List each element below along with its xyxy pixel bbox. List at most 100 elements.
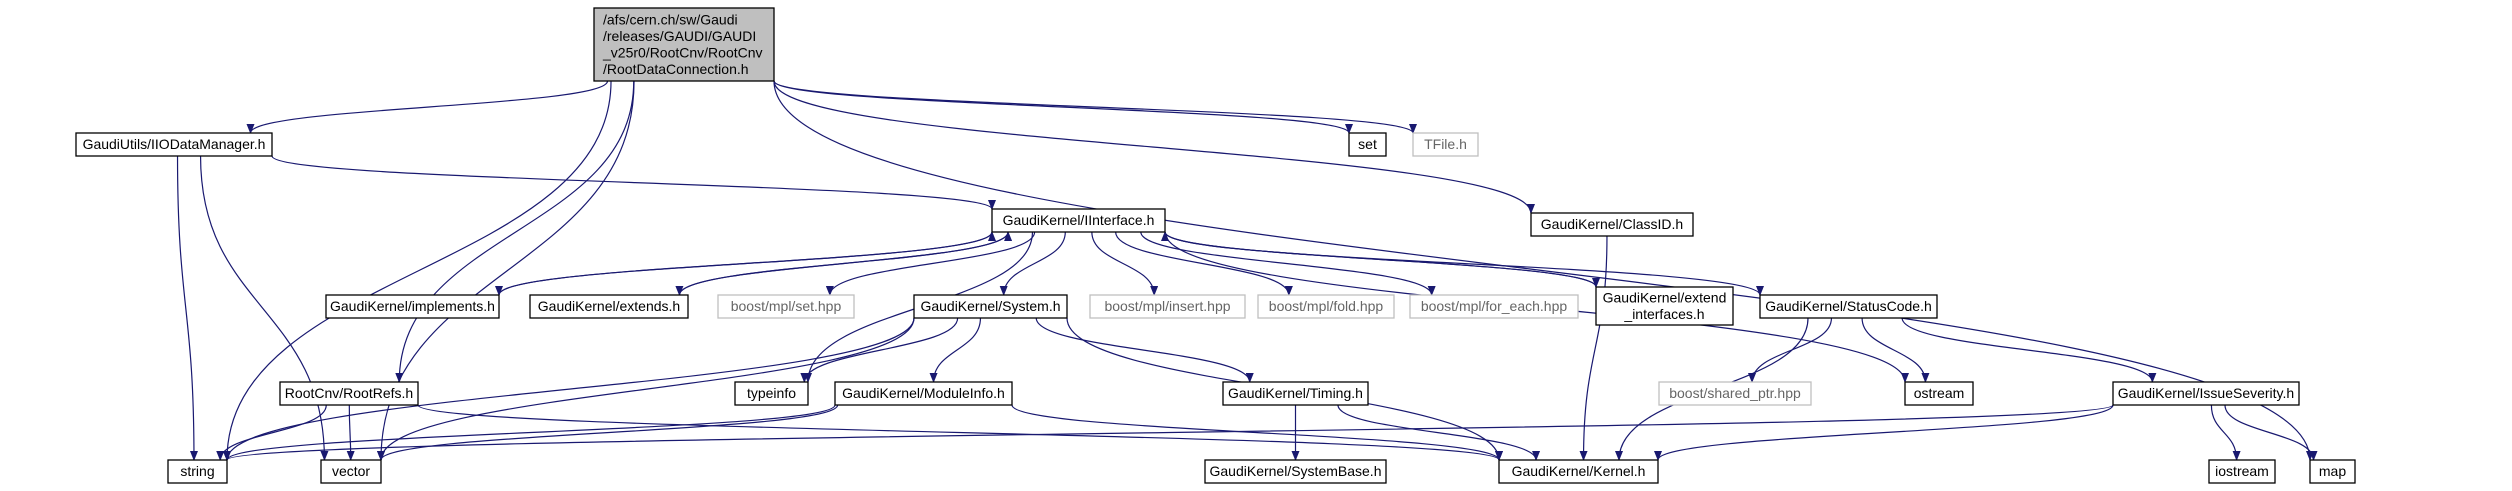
node-label-mplfold: boost/mpl/fold.hpp (1269, 298, 1384, 314)
edge-root-to-string (223, 80, 612, 461)
node-extends[interactable]: GaudiKernel/extends.h (529, 294, 689, 319)
node-box-systembase (1204, 459, 1387, 484)
node-classid[interactable]: GaudiKernel/ClassID.h (1530, 212, 1694, 237)
node-systembase[interactable]: GaudiKernel/SystemBase.h (1204, 459, 1387, 484)
edge-iodm-to-iiface (271, 155, 996, 210)
edge-severity-to-string (223, 404, 2114, 461)
node-box-mplset (717, 294, 855, 319)
edge-iiface-to-mplfold (1115, 231, 1293, 296)
node-label-root: /afs/cern.ch/sw/Gaudi (603, 11, 738, 27)
node-box-classid (1530, 212, 1694, 237)
edge-classid-to-kernel (1579, 235, 1608, 461)
node-iostream[interactable]: iostream (2208, 459, 2276, 484)
node-box-statuscode (1759, 294, 1938, 319)
edge-implements-to-iiface (498, 231, 996, 296)
node-iodm[interactable]: GaudiUtils/IIODataManager.h (75, 132, 273, 157)
edge-severity-to-iostream (2210, 404, 2241, 461)
node-typeinfo[interactable]: typeinfo (734, 381, 809, 406)
node-label-statuscode: GaudiKernel/StatusCode.h (1765, 298, 1932, 314)
node-label-iostream: iostream (2215, 463, 2269, 479)
node-label-system: GaudiKernel/System.h (920, 298, 1060, 314)
node-kernel[interactable]: GaudiKernel/Kernel.h (1498, 459, 1659, 484)
edge-iodm-to-string (176, 155, 198, 461)
node-box-tfile (1412, 132, 1479, 157)
node-map[interactable]: map (2309, 459, 2356, 484)
node-system[interactable]: GaudiKernel/System.h (913, 294, 1068, 319)
node-timing[interactable]: GaudiKernel/Timing.h (1222, 381, 1369, 406)
node-box-mplfold (1257, 294, 1395, 319)
node-implements[interactable]: GaudiKernel/implements.h (325, 294, 500, 319)
edge-extendifs-to-iiface (1161, 231, 1597, 288)
edge-extends-to-iiface (678, 231, 1012, 296)
node-iiface[interactable]: GaudiKernel/IInterface.h (991, 208, 1166, 233)
edge-iiface-to-mplforeach (1140, 231, 1436, 296)
node-label-mplinsert: boost/mpl/insert.hpp (1104, 298, 1230, 314)
edge-statuscode-to-ostream (1861, 317, 1930, 383)
edge-moduleinfo-to-string (223, 404, 836, 461)
edge-iodm-to-vector (199, 155, 329, 461)
node-extendifs[interactable]: GaudiKernel/extend_interfaces.h (1595, 286, 1734, 326)
edge-severity-to-kernel (1654, 404, 2114, 461)
node-box-timing (1222, 381, 1369, 406)
edge-iiface-to-mplinsert (1091, 231, 1159, 296)
node-box-vector (320, 459, 382, 484)
node-statuscode[interactable]: GaudiKernel/StatusCode.h (1759, 294, 1938, 319)
edge-root-to-classid (773, 80, 1535, 214)
edge-rootrefs-to-kernel (417, 404, 1503, 461)
node-label-string: string (180, 463, 214, 479)
node-box-iiface (991, 208, 1166, 233)
edge-root-to-set (773, 80, 1353, 134)
node-label-set: set (1358, 136, 1377, 152)
node-ostream[interactable]: ostream (1904, 381, 1974, 406)
node-sharedptr: boost/shared_ptr.hpp (1658, 381, 1812, 406)
node-label-tfile: TFile.h (1424, 136, 1467, 152)
node-box-typeinfo (734, 381, 809, 406)
edge-root-to-rootrefs (395, 80, 635, 383)
node-box-extendifs (1595, 286, 1734, 326)
node-string[interactable]: string (167, 459, 228, 484)
node-box-iodm (75, 132, 273, 157)
node-mplset: boost/mpl/set.hpp (717, 294, 855, 319)
node-vector[interactable]: vector (320, 459, 382, 484)
edges-layer (176, 80, 2318, 461)
node-root[interactable]: /afs/cern.ch/sw/Gaudi/releases/GAUDI/GAU… (593, 7, 775, 82)
node-box-sharedptr (1658, 381, 1812, 406)
node-rootrefs[interactable]: RootCnv/RootRefs.h (279, 381, 419, 406)
node-set[interactable]: set (1348, 132, 1387, 157)
node-label-moduleinfo: GaudiKernel/ModuleInfo.h (842, 385, 1005, 401)
node-label-typeinfo: typeinfo (747, 385, 796, 401)
edge-root-to-iodm (246, 80, 609, 134)
node-label-rootrefs: RootCnv/RootRefs.h (285, 385, 413, 401)
node-mplforeach: boost/mpl/for_each.hpp (1409, 294, 1579, 319)
edge-statuscode-to-severity (1901, 317, 2157, 383)
node-box-extends (529, 294, 689, 319)
node-box-implements (325, 294, 500, 319)
nodes-layer: /afs/cern.ch/sw/Gaudi/releases/GAUDI/GAU… (75, 7, 2356, 484)
node-label-iodm: GaudiUtils/IIODataManager.h (83, 136, 266, 152)
node-mplfold: boost/mpl/fold.hpp (1257, 294, 1395, 319)
node-box-severity (2112, 381, 2300, 406)
node-label-extendifs: GaudiKernel/extend (1603, 289, 1727, 305)
edge-moduleinfo-to-kernel (1011, 404, 1503, 461)
node-severity[interactable]: GaudiKernel/IssueSeverity.h (2112, 381, 2300, 406)
node-box-string (167, 459, 228, 484)
node-label-root: _v25r0/RootCnv/RootCnv (602, 44, 763, 60)
node-box-set (1348, 132, 1387, 157)
node-label-sharedptr: boost/shared_ptr.hpp (1669, 385, 1801, 401)
node-label-ostream: ostream (1914, 385, 1965, 401)
edge-iiface-to-mplset (825, 231, 1036, 296)
node-box-root (593, 7, 775, 82)
node-moduleinfo[interactable]: GaudiKernel/ModuleInfo.h (834, 381, 1013, 406)
node-label-timing: GaudiKernel/Timing.h (1228, 385, 1363, 401)
edge-moduleinfo-to-vector (377, 404, 839, 461)
edge-system-to-moduleinfo (929, 317, 982, 383)
node-box-mplforeach (1409, 294, 1579, 319)
node-label-mplset: boost/mpl/set.hpp (731, 298, 842, 314)
node-box-ostream (1904, 381, 1974, 406)
node-label-severity: GaudiKernel/IssueSeverity.h (2118, 385, 2294, 401)
node-box-system (913, 294, 1068, 319)
node-box-mplinsert (1089, 294, 1246, 319)
node-mplinsert: boost/mpl/insert.hpp (1089, 294, 1246, 319)
node-label-implements: GaudiKernel/implements.h (330, 298, 495, 314)
